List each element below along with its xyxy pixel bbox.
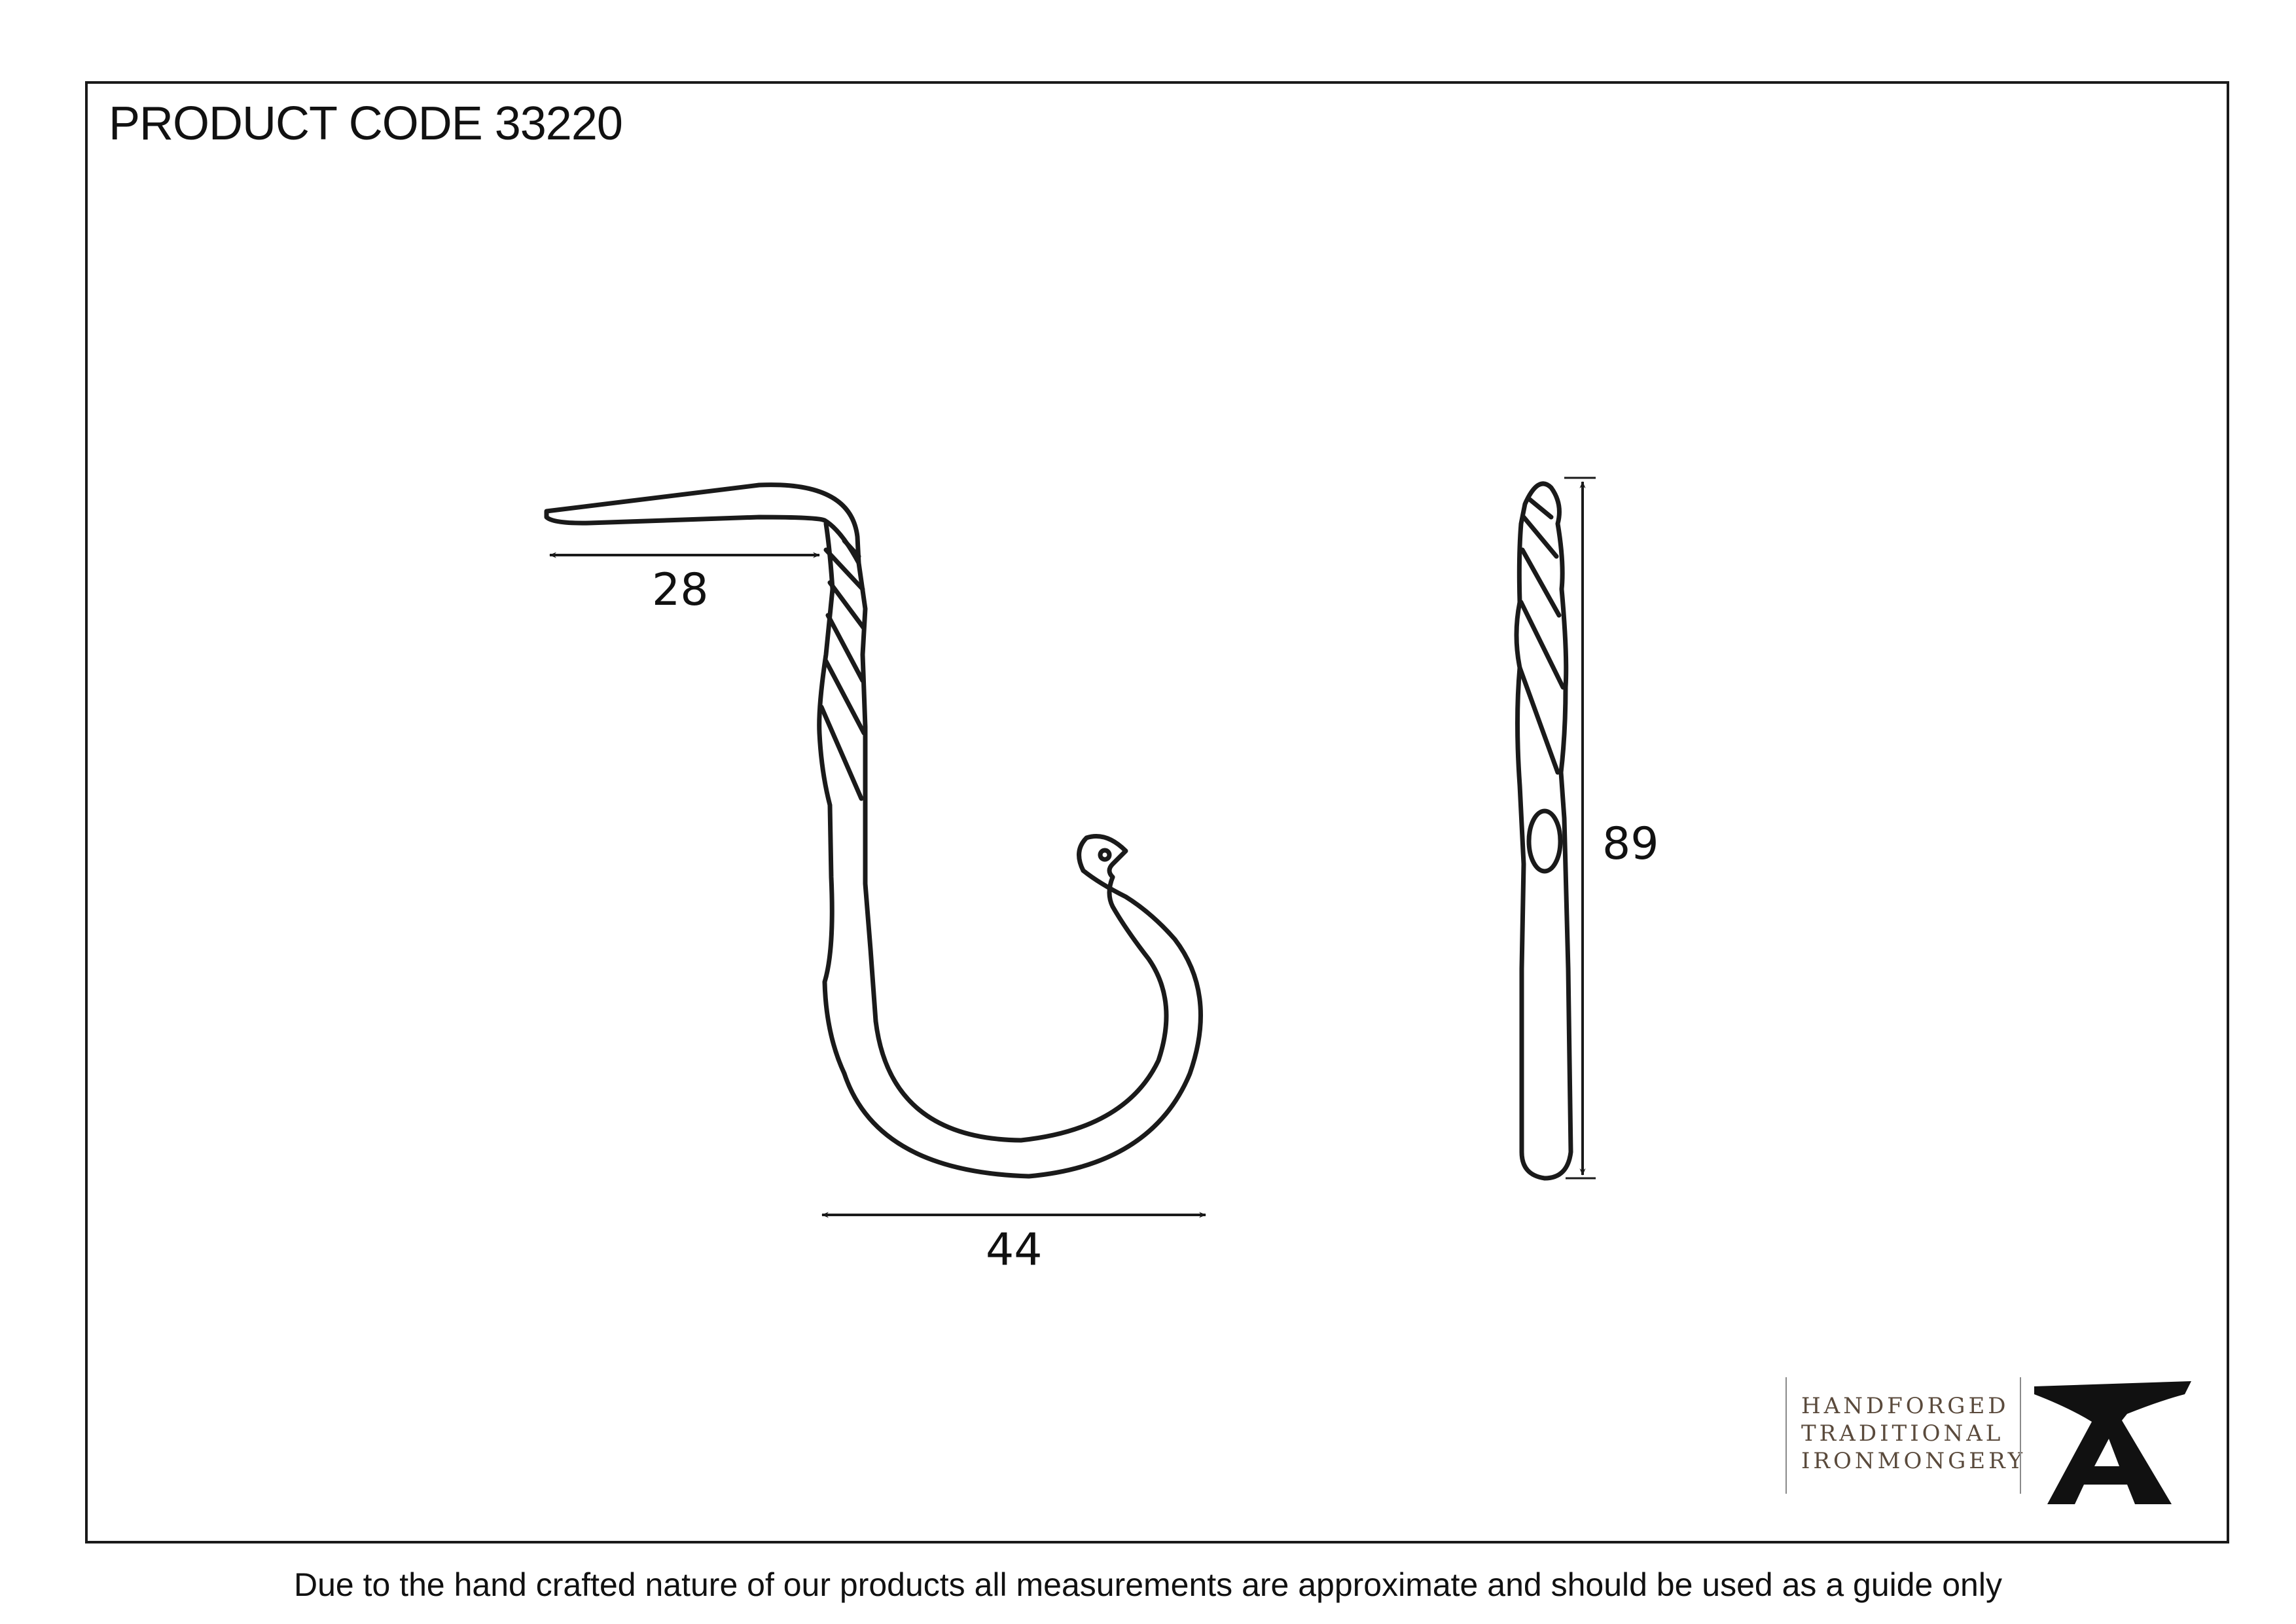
product-code-title: PRODUCT CODE 33220: [109, 98, 623, 150]
hook-spike: [544, 482, 861, 566]
brand-line-traditional: TRADITIONAL: [1801, 1420, 2004, 1447]
hook-shank-left: [817, 521, 847, 1076]
side-view-twist: [1518, 600, 1566, 690]
side-view-screw-hole: [1526, 808, 1563, 874]
drawing-frame: [85, 81, 2229, 1543]
hook-curl-tip: [1077, 834, 1128, 880]
brand-line-handforged: HANDFORGED: [1801, 1393, 2009, 1419]
brand-line-ironmongery: IRONMONGERY: [1801, 1448, 2026, 1474]
twist-line: [842, 538, 861, 559]
twist-line: [823, 547, 865, 592]
twist-line: [819, 704, 864, 801]
dim-label-overall-height: 89: [1602, 818, 1659, 870]
brand-divider-right: [2020, 1377, 2021, 1494]
twist-line: [825, 613, 865, 683]
measurement-disclaimer: Due to the hand crafted nature of our pr…: [294, 1566, 2002, 1603]
side-view-twist: [1521, 514, 1559, 559]
twist-line: [827, 580, 867, 631]
side-view-twist: [1517, 665, 1560, 775]
hook-bowl-outer: [842, 868, 1203, 1179]
anvil-a-logo: [2034, 1381, 2191, 1504]
side-view-twist: [1526, 496, 1554, 520]
dim-label-spike-length: 28: [652, 564, 709, 616]
hook-curl-eye: [1098, 848, 1112, 862]
hook-side-view: [1514, 481, 1573, 1181]
brand-divider-left: [1785, 1377, 1787, 1494]
hook-bowl-inner: [873, 875, 1169, 1143]
twist-line: [823, 659, 867, 736]
dim-label-hook-width: 44: [986, 1224, 1043, 1276]
hook-shank-right: [856, 560, 878, 1024]
side-view-outline: [1514, 481, 1573, 1181]
hook-front-view: [544, 482, 1203, 1179]
side-view-twist: [1520, 547, 1562, 618]
